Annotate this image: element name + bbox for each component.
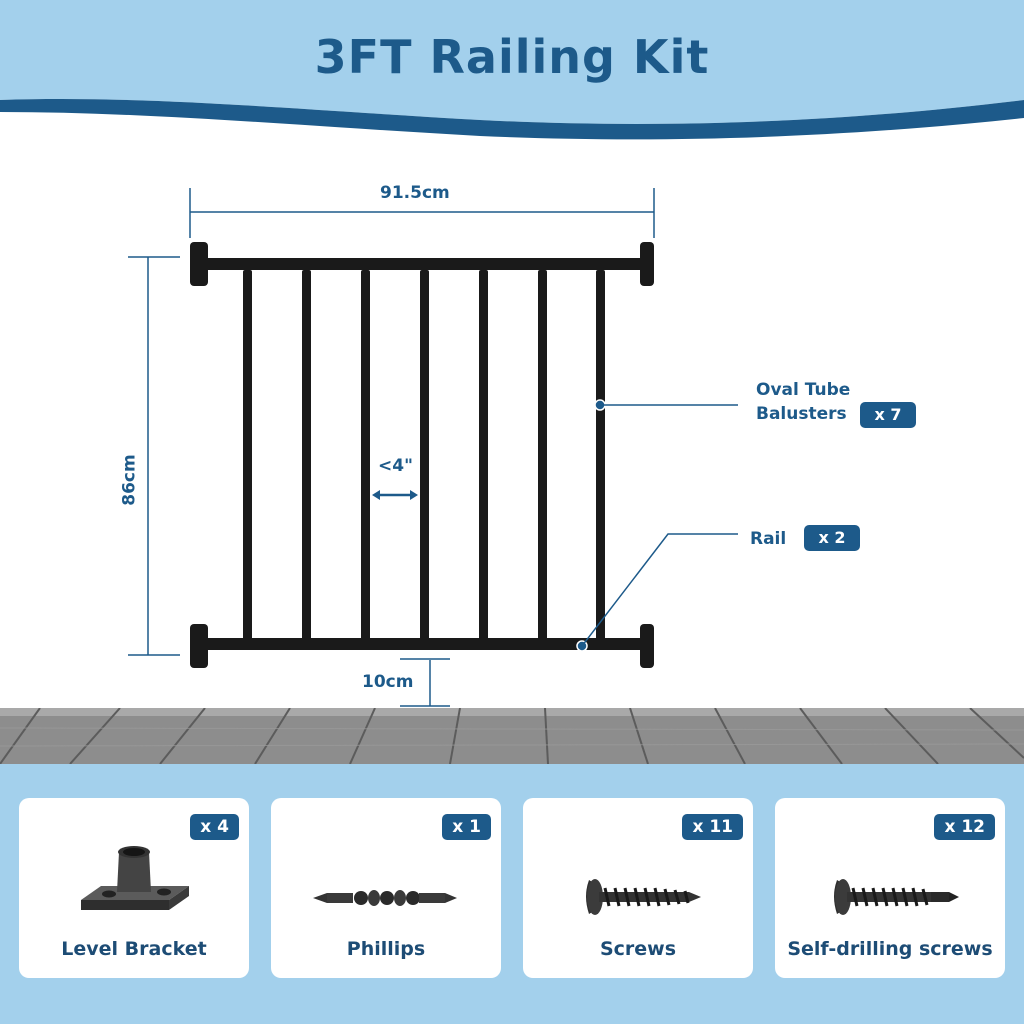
part-card-phillips: x 1 Phillips	[271, 798, 501, 978]
balusters-label: Oval Tube Balusters	[756, 380, 851, 424]
part-card-self-drilling-screws: x 12 Self-drilling screws	[775, 798, 1005, 978]
rail-qty-badge: x 2	[804, 525, 860, 551]
part-qty-badge: x 1	[442, 814, 491, 840]
bracket-icon	[81, 846, 189, 910]
balusters-qty-badge: x 7	[860, 402, 916, 428]
part-name: Screws	[599, 938, 677, 960]
width-dimension-label: 91.5cm	[380, 183, 450, 203]
self-drilling-screw-icon	[834, 879, 959, 915]
rail-label: Rail	[750, 529, 787, 549]
railing-diagram: 91.5cm 86cm <4" 10cm Oval Tube Balusters…	[0, 150, 1024, 710]
railing-drawing	[128, 188, 738, 707]
screw-icon	[586, 879, 701, 915]
part-qty-badge: x 12	[934, 814, 995, 840]
part-name: Phillips	[346, 938, 426, 960]
height-dimension-label: 86cm	[119, 454, 140, 506]
part-qty-badge: x 11	[682, 814, 743, 840]
clearance-label: 10cm	[362, 672, 414, 692]
balusters	[243, 270, 605, 645]
wood-deck	[0, 707, 1024, 765]
page-title: 3FT Railing Kit	[314, 30, 710, 84]
header-wave	[0, 0, 1024, 140]
part-card-level-bracket: x 4 Level Bracket	[19, 798, 249, 978]
spacing-label: <4"	[378, 456, 413, 476]
part-card-screws: x 11 Screws	[523, 798, 753, 978]
parts-panel: x 4 Level Bracket x 1 Phillips	[0, 764, 1024, 1024]
screwdriver-bit-icon	[313, 890, 457, 906]
part-qty-badge: x 4	[190, 814, 239, 840]
header-banner: 3FT Railing Kit	[0, 0, 1024, 150]
part-name: Level Bracket	[61, 938, 207, 960]
part-name: Self-drilling screws	[787, 938, 993, 960]
